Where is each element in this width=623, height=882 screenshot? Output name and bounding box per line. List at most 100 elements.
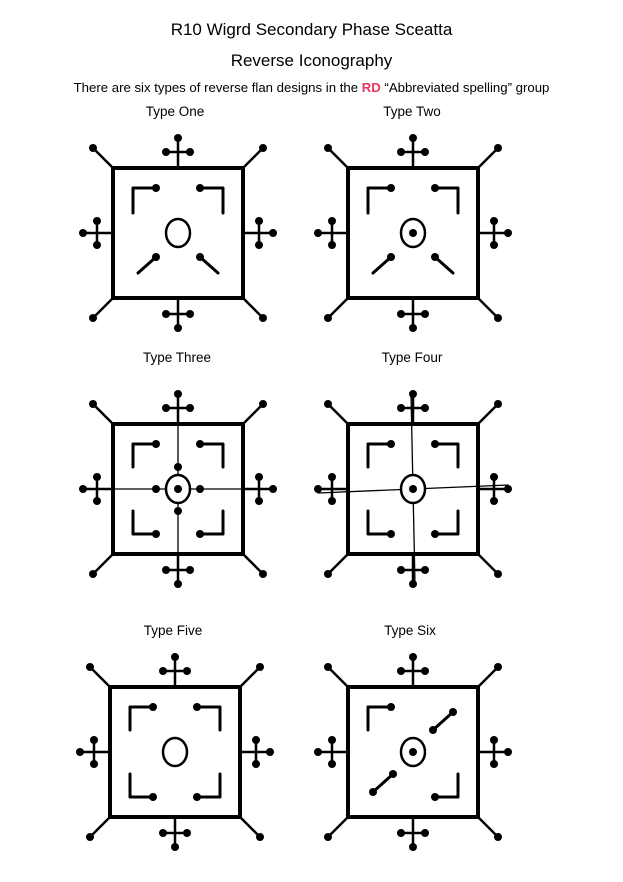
central-pellet xyxy=(409,229,417,237)
cross-pellet xyxy=(90,760,98,768)
cross-pellet xyxy=(183,829,191,837)
corner-line xyxy=(326,552,350,576)
bracket-pellet xyxy=(196,530,204,538)
type-six-label: Type Six xyxy=(384,623,436,638)
cross-pellet xyxy=(255,217,263,225)
type-six-diagram xyxy=(314,653,512,851)
bracket-bottom-right xyxy=(195,772,222,799)
cross-pellet xyxy=(490,241,498,249)
cross-pellet xyxy=(162,148,170,156)
cross-pellet xyxy=(490,473,498,481)
corner-pellet xyxy=(259,400,267,408)
cross-pellet xyxy=(174,324,182,332)
bracket-pellet xyxy=(152,530,160,538)
cross-pellet xyxy=(162,404,170,412)
bracket-bottom-left xyxy=(131,509,158,536)
bracket-pellet xyxy=(152,440,160,448)
type-five-diagram xyxy=(76,653,274,851)
cross-pellet xyxy=(162,566,170,574)
bracket-pellet xyxy=(387,530,395,538)
cross-pellet xyxy=(171,653,179,661)
upper-left-bracket xyxy=(131,186,158,215)
upper-right-bracket xyxy=(198,186,225,215)
corner-line xyxy=(476,552,500,576)
cross-pellet xyxy=(79,229,87,237)
bracket-pellet xyxy=(431,530,439,538)
corner-pellet xyxy=(86,833,94,841)
cross-pellet xyxy=(162,310,170,318)
cross-pellet xyxy=(314,485,322,493)
bracket-pellet xyxy=(431,184,439,192)
cross-pellet xyxy=(314,229,322,237)
lower-left-stroke xyxy=(371,255,393,275)
cross-pellet xyxy=(93,241,101,249)
type-one-label: Type One xyxy=(145,104,205,119)
corner-pellet xyxy=(89,400,97,408)
bracket-pellet xyxy=(149,793,157,801)
stroke-pellet xyxy=(389,770,397,778)
cross-pellet xyxy=(90,736,98,744)
corner-pellet xyxy=(324,570,332,578)
cross-pellet xyxy=(421,404,429,412)
corner-line xyxy=(238,815,262,839)
corner-pellet xyxy=(259,570,267,578)
corner-pellet xyxy=(494,663,502,671)
corner-pellet xyxy=(324,144,332,152)
corner-line xyxy=(476,402,500,426)
corner-pellet xyxy=(324,314,332,322)
cross-pellet xyxy=(266,748,274,756)
bracket-pellet xyxy=(152,184,160,192)
cross-pellet xyxy=(397,148,405,156)
corner-line xyxy=(241,146,265,170)
corner-pellet xyxy=(324,833,332,841)
axis-pellet xyxy=(152,485,160,493)
cross-pellet xyxy=(252,736,260,744)
cross-pellet xyxy=(93,217,101,225)
cross-pellet xyxy=(504,229,512,237)
stroke-pellet xyxy=(369,788,377,796)
cross-pellet xyxy=(255,473,263,481)
cross-pellet xyxy=(269,229,277,237)
bracket-pellet xyxy=(196,184,204,192)
corner-pellet xyxy=(494,833,502,841)
bracket-top-left xyxy=(131,442,158,469)
cross-pellet xyxy=(409,390,417,398)
central-annulet xyxy=(161,736,189,768)
corner-line xyxy=(326,402,350,426)
cross-pellet xyxy=(504,485,512,493)
bracket-bottom-right xyxy=(198,509,225,536)
cross-pellet xyxy=(490,217,498,225)
upper-left-bracket xyxy=(366,186,393,215)
corner-pellet xyxy=(256,663,264,671)
central-pellet xyxy=(409,748,417,756)
bracket-top-right xyxy=(195,705,222,732)
corner-pellet xyxy=(89,144,97,152)
corner-line xyxy=(326,815,350,839)
lower-right-stroke xyxy=(433,255,455,275)
cross-pellet xyxy=(255,497,263,505)
corner-line xyxy=(91,402,115,426)
stroke-pellet xyxy=(152,253,160,261)
cross-pellet xyxy=(397,310,405,318)
upper-right-stroke xyxy=(431,710,455,732)
bracket-pellet xyxy=(387,184,395,192)
cross-pellet xyxy=(490,760,498,768)
corner-pellet xyxy=(494,314,502,322)
cross-pellet xyxy=(504,748,512,756)
cross-pellet xyxy=(328,217,336,225)
type-four-label: Type Four xyxy=(381,350,443,365)
cross-pellet xyxy=(397,667,405,675)
cross-pellet xyxy=(252,760,260,768)
cross-pellet xyxy=(328,736,336,744)
cross-pellet xyxy=(409,580,417,588)
corner-line xyxy=(241,402,265,426)
lower-left-stroke xyxy=(136,255,158,275)
cross-pellet xyxy=(409,324,417,332)
cross-pellet xyxy=(76,748,84,756)
cross-pellet xyxy=(421,310,429,318)
cross-pellet xyxy=(409,653,417,661)
cross-pellet xyxy=(409,843,417,851)
corner-line xyxy=(241,296,265,320)
stroke-pellet xyxy=(387,253,395,261)
corner-line xyxy=(476,815,500,839)
